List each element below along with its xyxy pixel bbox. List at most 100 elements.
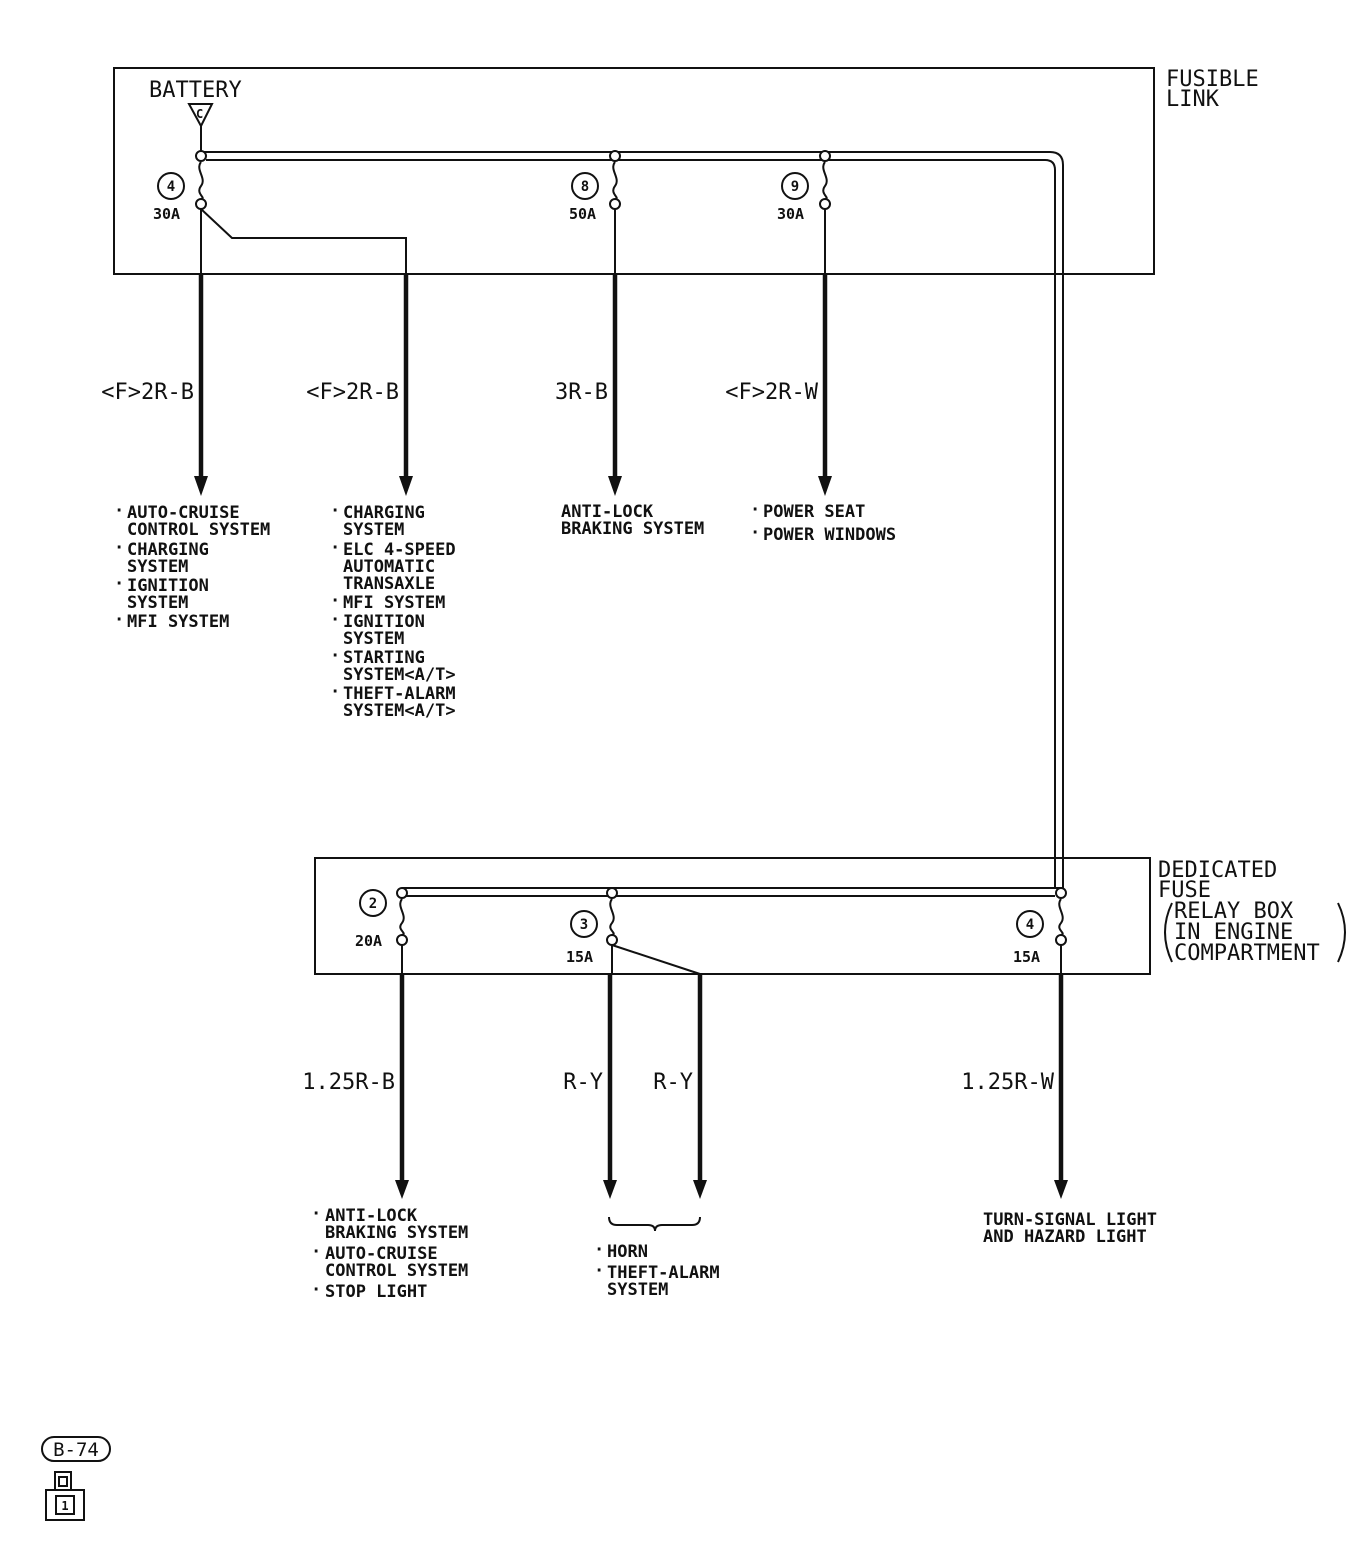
fusible-link-9-number: 9 <box>791 179 799 195</box>
load-item: TURN-SIGNAL LIGHT <box>983 1210 1157 1230</box>
fusible-link-4-icon <box>198 161 204 200</box>
battery-label: BATTERY <box>149 78 242 103</box>
svg-text:·: · <box>114 610 124 630</box>
fusible-link-4-bottom-terminal <box>195 198 207 210</box>
load-item: AND HAZARD LIGHT <box>983 1227 1147 1247</box>
load-item: AUTO-CRUISE <box>127 503 240 523</box>
load-item: STARTING <box>343 648 425 668</box>
fuse-box-input-terminal <box>1055 887 1067 899</box>
bus-bar-outer <box>201 151 1064 888</box>
svg-text:·: · <box>594 1261 604 1281</box>
fuse-4-bottom-terminal <box>1055 934 1067 946</box>
load-item: SYSTEM <box>343 629 404 649</box>
fusible-link-9-badge <box>781 172 809 200</box>
load-item: SYSTEM <box>343 520 404 540</box>
load-item: AUTOMATIC <box>343 557 435 577</box>
wire-7-code: R-Y <box>653 1070 693 1095</box>
fusible-link-4-rating: 30A <box>153 205 180 223</box>
bus-bar-inner <box>206 159 1056 888</box>
wire-3-load-list: ANTI-LOCK BRAKING SYSTEM <box>561 502 704 539</box>
load-item: ANTI-LOCK <box>325 1206 418 1226</box>
fuse-4-rating: 15A <box>1013 948 1040 966</box>
connector-code-badge <box>41 1436 111 1462</box>
fusible-link-9-top-terminal <box>819 150 831 162</box>
svg-text:·: · <box>311 1204 321 1224</box>
fuse-box-title-5: COMPARTMENT <box>1174 941 1320 966</box>
wire-1-arrow-icon <box>194 476 208 496</box>
svg-text:·: · <box>330 610 340 630</box>
wire-7-arrow-icon <box>693 1180 707 1199</box>
load-item: ANTI-LOCK <box>561 502 654 522</box>
svg-text:·: · <box>311 1242 321 1262</box>
load-item: SYSTEM <box>127 557 188 577</box>
load-item: SYSTEM <box>127 593 188 613</box>
fuse-3-rating: 15A <box>566 948 593 966</box>
battery-connector-label: C <box>196 107 203 121</box>
wire-4-code: <F>2R-W <box>725 380 818 405</box>
fuse-2-number: 2 <box>369 896 377 912</box>
fuse-2-bottom-terminal <box>396 934 408 946</box>
wire-3-code: 3R-B <box>555 380 608 405</box>
fuse-box-title-2: FUSE <box>1158 878 1211 903</box>
load-item: POWER WINDOWS <box>763 525 896 545</box>
load-item: MFI SYSTEM <box>127 612 229 632</box>
load-item: SYSTEM<A/T> <box>343 665 456 685</box>
wire-1-load-list: · AUTO-CRUISE CONTROL SYSTEM · CHARGING … <box>114 501 270 632</box>
fuse-box-title-4: IN ENGINE <box>1174 920 1293 945</box>
wire-5-arrow-icon <box>395 1180 409 1199</box>
fusible-link-title-2: LINK <box>1166 87 1220 112</box>
svg-text:·: · <box>114 538 124 558</box>
load-item: SYSTEM<A/T> <box>343 701 456 721</box>
svg-text:·: · <box>594 1240 604 1260</box>
load-item: CONTROL SYSTEM <box>127 520 270 540</box>
fusible-link-4-badge <box>157 172 185 200</box>
fuse-4-icon <box>1058 898 1064 936</box>
load-item: BRAKING SYSTEM <box>325 1223 468 1243</box>
svg-text:·: · <box>330 682 340 702</box>
load-item: BRAKING SYSTEM <box>561 519 704 539</box>
fuse-2-icon <box>399 898 405 936</box>
svg-text:·: · <box>330 538 340 558</box>
svg-text:·: · <box>330 591 340 611</box>
wire-8-arrow-icon <box>1054 1180 1068 1199</box>
svg-text:·: · <box>330 501 340 521</box>
wire-2-code: <F>2R-B <box>306 380 399 405</box>
fusible-link-8-rating: 50A <box>569 205 596 223</box>
fuse-box-title-3: RELAY BOX <box>1174 899 1294 924</box>
fusible-link-8-number: 8 <box>581 179 589 195</box>
load-item: IGNITION <box>343 612 425 632</box>
fusible-link-9-rating: 30A <box>777 205 804 223</box>
wire-3-arrow-icon <box>608 476 622 496</box>
svg-text:·: · <box>330 646 340 666</box>
shared-load-list: · HORN · THEFT-ALARM SYSTEM <box>594 1240 720 1300</box>
fuse-2-rating: 20A <box>355 932 382 950</box>
fusible-link-title-1: FUSIBLE <box>1166 67 1259 92</box>
branch-fuse4-b <box>200 208 407 274</box>
wire-8-load-list: TURN-SIGNAL LIGHT AND HAZARD LIGHT <box>983 1210 1157 1247</box>
left-paren-icon <box>1164 902 1173 963</box>
load-item: CHARGING <box>127 540 209 560</box>
wire-4-arrow-icon <box>818 476 832 496</box>
fusible-link-8-badge <box>571 172 599 200</box>
fusible-link-8-icon <box>612 161 618 200</box>
wire-1-code: <F>2R-B <box>101 380 194 405</box>
load-item: AUTO-CRUISE <box>325 1244 438 1264</box>
connector-code: B-74 <box>53 1439 99 1461</box>
wire-2-load-list: · CHARGING SYSTEM · ELC 4-SPEED AUTOMATI… <box>330 501 456 721</box>
fuse-3-icon <box>609 898 615 936</box>
fuse-4-number: 4 <box>1026 917 1034 933</box>
load-item: ELC 4-SPEED <box>343 540 456 560</box>
wire-2-arrow-icon <box>399 476 413 496</box>
fusible-link-8-bottom-terminal <box>609 198 621 210</box>
fusible-link-9-bottom-terminal <box>819 198 831 210</box>
fuse-3-bottom-terminal <box>606 934 618 946</box>
fuse-2-top-terminal <box>396 887 408 899</box>
load-item: THEFT-ALARM <box>607 1263 720 1283</box>
load-item: STOP LIGHT <box>325 1282 427 1302</box>
load-item: THEFT-ALARM <box>343 684 456 704</box>
fusible-link-4-top-terminal <box>195 150 207 162</box>
fuse-2-badge <box>359 889 387 917</box>
load-item: CHARGING <box>343 503 425 523</box>
wire-5-code: 1.25R-B <box>302 1070 395 1095</box>
